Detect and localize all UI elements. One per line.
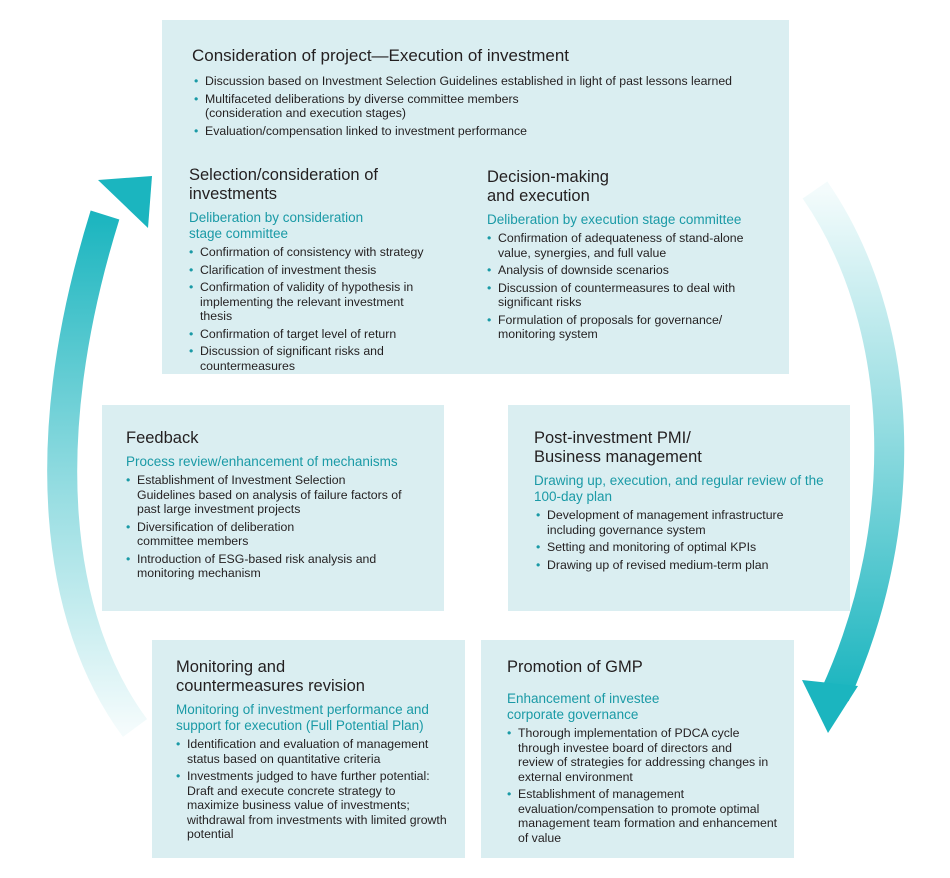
decision-execution-section: Decision-making and execution Deliberati… xyxy=(487,168,777,345)
promotion-gmp-bullets: Thorough implementation of PDCA cycle th… xyxy=(507,726,780,845)
decision-execution-bullets: Confirmation of adequateness of stand-al… xyxy=(487,231,777,342)
right-arrow-head xyxy=(802,680,858,733)
list-item: Discussion based on Investment Selection… xyxy=(194,74,761,89)
list-item: Thorough implementation of PDCA cycle th… xyxy=(507,726,769,784)
consideration-execution-title: Consideration of project—Execution of in… xyxy=(192,46,570,65)
decision-execution-title: Decision-making and execution xyxy=(487,168,609,205)
monitoring-bullets: Identification and evaluation of managem… xyxy=(176,737,451,842)
consideration-execution-bullets: Discussion based on Investment Selection… xyxy=(194,74,761,138)
list-item: Investments judged to have further poten… xyxy=(176,769,448,842)
list-item: Discussion of significant risks and coun… xyxy=(189,344,475,373)
selection-consideration-section: Selection/consideration of investments D… xyxy=(189,166,475,376)
list-item: Confirmation of validity of hypothesis i… xyxy=(189,280,439,324)
right-arrow-shaft xyxy=(802,181,905,702)
selection-consideration-subtitle: Deliberation by consideration stage comm… xyxy=(189,210,364,241)
list-item: Multifaceted deliberations by diverse co… xyxy=(194,92,534,121)
feedback-box: Feedback Process review/enhancement of m… xyxy=(102,405,444,611)
promotion-gmp-box: Promotion of GMP Enhancement of investee… xyxy=(481,640,794,858)
monitoring-subtitle: Monitoring of investment performance and… xyxy=(176,702,429,733)
feedback-bullets: Establishment of Investment Selection Gu… xyxy=(126,473,428,581)
list-item: Introduction of ESG-based risk analysis … xyxy=(126,552,391,581)
monitoring-title: Monitoring and countermeasures revision xyxy=(176,658,365,695)
list-item: Establishment of Investment Selection Gu… xyxy=(126,473,406,517)
list-item: Establishment of management evaluation/c… xyxy=(507,787,779,845)
post-investment-pmi-bullets: Development of management infrastructure… xyxy=(536,508,834,572)
list-item: Development of management infrastructure… xyxy=(536,508,796,537)
consideration-execution-box: Consideration of project—Execution of in… xyxy=(162,20,789,374)
list-item: Confirmation of target level of return xyxy=(189,327,475,342)
selection-consideration-bullets: Confirmation of consistency with strateg… xyxy=(189,245,475,373)
left-arrow-head xyxy=(98,176,152,228)
list-item: Setting and monitoring of optimal KPIs xyxy=(536,540,834,555)
list-item: Diversification of deliberation committe… xyxy=(126,520,321,549)
post-investment-pmi-box: Post-investment PMI/ Business management… xyxy=(508,405,850,611)
monitoring-box: Monitoring and countermeasures revision … xyxy=(152,640,465,858)
feedback-subtitle: Process review/enhancement of mechanisms xyxy=(126,454,398,469)
list-item: Confirmation of consistency with strateg… xyxy=(189,245,475,260)
list-item: Formulation of proposals for governance/… xyxy=(487,313,742,342)
list-item: Discussion of countermeasures to deal wi… xyxy=(487,281,742,310)
list-item: Identification and evaluation of managem… xyxy=(176,737,441,766)
list-item: Clarification of investment thesis xyxy=(189,263,475,278)
left-arrow-shaft xyxy=(47,210,148,737)
post-investment-pmi-subtitle: Drawing up, execution, and regular revie… xyxy=(534,473,824,504)
decision-execution-subtitle: Deliberation by execution stage committe… xyxy=(487,212,742,227)
list-item: Confirmation of adequateness of stand-al… xyxy=(487,231,752,260)
feedback-title: Feedback xyxy=(126,429,199,447)
list-item: Evaluation/compensation linked to invest… xyxy=(194,124,761,139)
promotion-gmp-subtitle: Enhancement of investee corporate govern… xyxy=(507,691,660,722)
selection-consideration-title: Selection/consideration of investments xyxy=(189,166,378,203)
list-item: Drawing up of revised medium-term plan xyxy=(536,558,834,573)
list-item: Analysis of downside scenarios xyxy=(487,263,777,278)
post-investment-pmi-title: Post-investment PMI/ Business management xyxy=(534,429,702,466)
promotion-gmp-title: Promotion of GMP xyxy=(507,658,643,676)
